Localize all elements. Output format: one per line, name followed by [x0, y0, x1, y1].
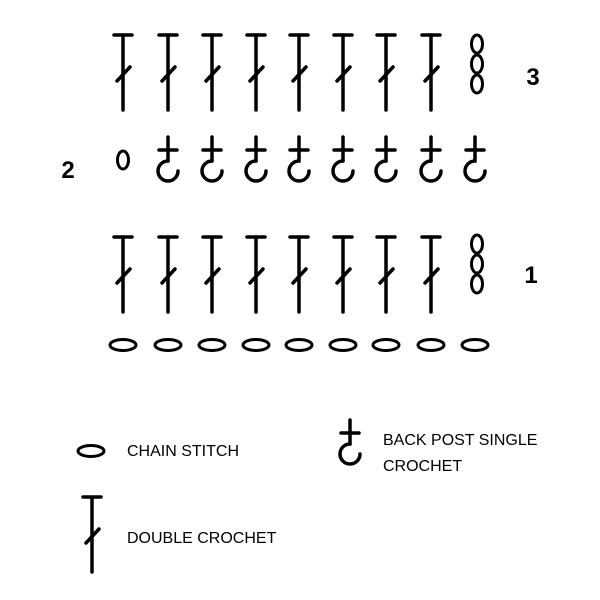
- row3-turning-chain-1: [470, 33, 484, 55]
- row2-bpsc-6: [374, 135, 398, 183]
- legend-bpsc-label-line2: CROCHET: [383, 458, 462, 475]
- row3-double-crochet-6: [332, 33, 354, 112]
- row1-double-crochet-7: [375, 235, 397, 314]
- row3-double-crochet-7: [375, 33, 397, 112]
- row1-double-crochet-2: [157, 235, 179, 314]
- legend-bpsc-icon: [338, 418, 362, 466]
- row3-turning-chain-3: [470, 73, 484, 95]
- row1-double-crochet-1: [112, 235, 134, 314]
- foundation-chain-2: [153, 338, 183, 352]
- row2-turning-chain-1: [116, 149, 130, 171]
- row-number-3: 3: [526, 64, 539, 91]
- row2-bpsc-3: [244, 135, 268, 183]
- row3-double-crochet-5: [288, 33, 310, 112]
- row1-double-crochet-3: [201, 235, 223, 314]
- legend-chain-label: CHAIN STITCH: [127, 443, 239, 460]
- row2-bpsc-7: [419, 135, 443, 183]
- row2-bpsc-8: [463, 135, 487, 183]
- foundation-chain-8: [416, 338, 446, 352]
- foundation-chain-3: [197, 338, 227, 352]
- foundation-chain-9: [460, 338, 490, 352]
- row-number-2: 2: [61, 157, 74, 184]
- row1-turning-chain-2: [470, 253, 484, 275]
- foundation-chain-6: [328, 338, 358, 352]
- foundation-chain-4: [241, 338, 271, 352]
- legend-chain-icon: [76, 444, 106, 458]
- foundation-chain-1: [108, 338, 138, 352]
- row2-bpsc-2: [200, 135, 224, 183]
- foundation-chain-7: [371, 338, 401, 352]
- row1-double-crochet-4: [245, 235, 267, 314]
- legend: CHAIN STITCH BACK POST SINGLE CROCHET DO…: [76, 418, 537, 574]
- legend-dc-icon: [81, 495, 103, 574]
- row2-bpsc-4: [287, 135, 311, 183]
- legend-symbols: [76, 418, 362, 574]
- row3-double-crochet-2: [157, 33, 179, 112]
- row1-double-crochet-8: [420, 235, 442, 314]
- row1-double-crochet-5: [288, 235, 310, 314]
- row3-double-crochet-8: [420, 33, 442, 112]
- row1-turning-chain-1: [470, 233, 484, 255]
- row1-double-crochet-6: [332, 235, 354, 314]
- row2-bpsc-5: [331, 135, 355, 183]
- row3-double-crochet-1: [112, 33, 134, 112]
- row1-turning-chain-3: [470, 273, 484, 295]
- legend-dc-label: DOUBLE CROCHET: [127, 530, 277, 547]
- stitch-symbols: [108, 33, 490, 352]
- legend-bpsc-label-line1: BACK POST SINGLE: [383, 432, 537, 449]
- row-number-1: 1: [524, 262, 537, 289]
- foundation-chain-5: [284, 338, 314, 352]
- row3-double-crochet-4: [245, 33, 267, 112]
- row3-turning-chain-2: [470, 53, 484, 75]
- row3-double-crochet-3: [201, 33, 223, 112]
- row2-bpsc-1: [156, 135, 180, 183]
